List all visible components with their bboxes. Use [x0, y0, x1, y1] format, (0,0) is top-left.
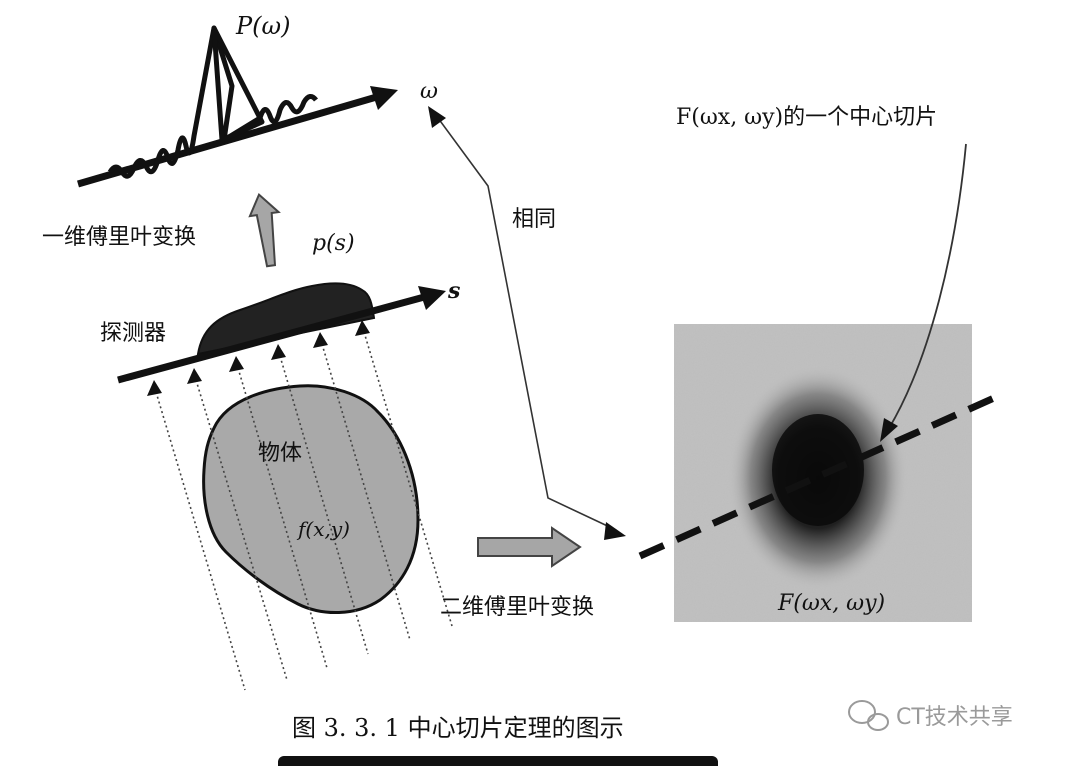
s-label: s [447, 278, 460, 304]
omega-axis [77, 92, 381, 188]
ray-arrowhead-2 [187, 368, 202, 384]
ray-3 [237, 367, 328, 669]
projection-rays [155, 331, 453, 691]
watermark-label: CT技术共享 [896, 705, 1013, 730]
ray-1 [155, 391, 246, 691]
object-blob [202, 384, 420, 614]
omega-label: ω [420, 79, 438, 104]
ray-6 [363, 331, 453, 627]
same-arrowhead-bottom [604, 522, 626, 540]
detector-assembly [117, 282, 446, 384]
wechat-icon [848, 700, 889, 731]
ray-arrowhead-5 [313, 332, 328, 348]
ray-arrowhead-3 [229, 356, 244, 372]
spectrum-ripple [107, 25, 318, 179]
f-xy-label: f(x,y) [296, 517, 350, 541]
omega-axis-arrowhead [370, 86, 398, 110]
figure-caption: 图 3. 3. 1 中心切片定理的图示 [292, 714, 624, 742]
ray-5 [321, 343, 411, 641]
ray-arrowhead-4 [271, 344, 286, 360]
s-axis-arrowhead [418, 286, 446, 310]
ray-arrowhead-6 [355, 320, 370, 336]
central-slice-line [638, 394, 996, 560]
same-label: 相同 [512, 207, 556, 232]
object-label: 物体 [258, 441, 302, 466]
center-slice-pointer [887, 143, 967, 431]
fourier-2d-arrow [477, 526, 582, 568]
wechat-bubble-small [867, 713, 889, 731]
spectrum-1d [77, 25, 398, 188]
bottom-bar [278, 756, 718, 766]
p-s-label: p(s) [312, 231, 355, 256]
ray-arrowheads [147, 320, 370, 396]
detector-label: 探测器 [100, 321, 166, 346]
wechat-bubble-large [848, 700, 876, 724]
ray-arrowhead-1 [147, 380, 162, 396]
center-slice-label: F(ωx, ωy)的一个中心切片 [676, 105, 937, 130]
f-omega-label: F(ωx, ωy) [777, 591, 885, 616]
p-omega-label: P(ω) [235, 12, 290, 40]
ray-2 [195, 379, 288, 681]
watermark: CT技术共享 [848, 700, 1013, 731]
projection-profile [196, 282, 376, 356]
ray-4 [279, 355, 369, 655]
same-arrowhead-top [428, 106, 446, 128]
fourier-1d-label: 一维傅里叶变换 [42, 225, 196, 250]
fourier-2d-label: 二维傅里叶变换 [440, 595, 594, 620]
s-axis [117, 292, 429, 384]
same-connector [437, 117, 617, 531]
spectrum-peak [211, 25, 265, 143]
fourier-1d-arrow [248, 192, 281, 268]
center-slice-arrowhead [880, 418, 898, 442]
spectrum-spot-core [772, 414, 864, 526]
